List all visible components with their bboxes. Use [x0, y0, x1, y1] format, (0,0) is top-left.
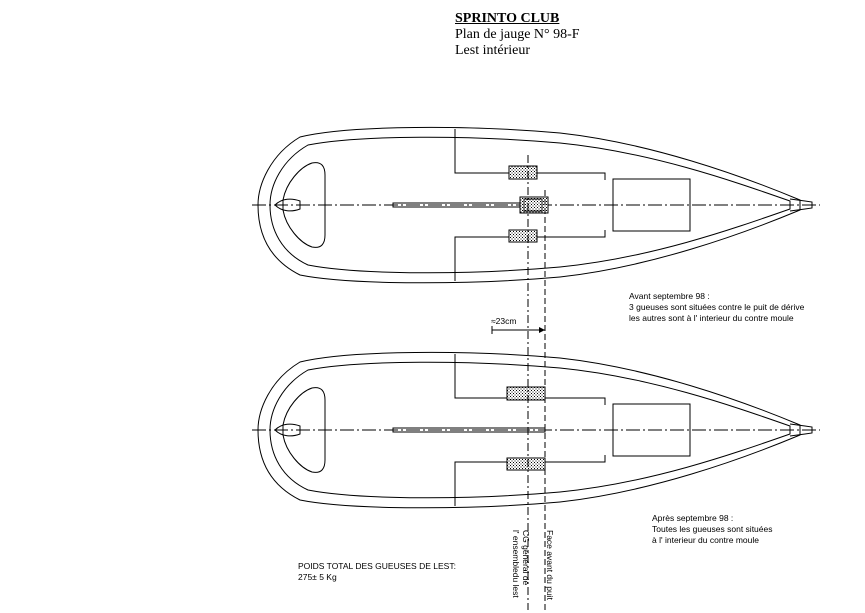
puit-label: Face avant du puit: [545, 530, 555, 600]
note-before-heading: Avant septembre 98 :: [629, 291, 710, 301]
note-after: Après septembre 98 : Toutes les gueuses …: [652, 513, 773, 546]
cg-label-line2: l' ensembledu lest: [511, 530, 521, 598]
ballast-block: [506, 457, 546, 471]
ballast-block: [523, 198, 543, 212]
weight-note: POIDS TOTAL DES GUEUSES DE LEST: 275± 5 …: [298, 561, 456, 583]
weight-value: 275± 5 Kg: [298, 572, 337, 582]
note-before: Avant septembre 98 : 3 gueuses sont situ…: [629, 291, 804, 324]
title-block: SPRINTO CLUB Plan de jauge N° 98-F Lest …: [455, 11, 580, 59]
note-before-line2: les autres sont à l' interieur du contre…: [629, 313, 794, 323]
ballast-block: [508, 229, 538, 243]
ballast-block: [506, 386, 546, 401]
ballast-block: [508, 165, 538, 180]
club-title: SPRINTO CLUB: [455, 11, 560, 26]
note-before-line1: 3 gueuses sont situées contre le puit de…: [629, 302, 805, 312]
cg-label-line1: CG général de: [521, 530, 531, 586]
note-after-line1: Toutes les gueuses sont situées: [652, 524, 773, 534]
hull-after-sept98: [251, 351, 821, 509]
note-after-heading: Après septembre 98 :: [652, 513, 734, 523]
weight-heading: POIDS TOTAL DES GUEUSES DE LEST:: [298, 561, 456, 571]
ballast-block: [519, 196, 549, 214]
cg-label: CG général de l' ensembledu lest: [511, 530, 531, 598]
plan-number: Plan de jauge N° 98-F: [455, 27, 580, 42]
plan-subject: Lest intérieur: [455, 43, 531, 58]
note-after-line2: à l' interieur du contre moule: [652, 535, 759, 545]
dimension-label: ≈23cm: [491, 316, 517, 326]
